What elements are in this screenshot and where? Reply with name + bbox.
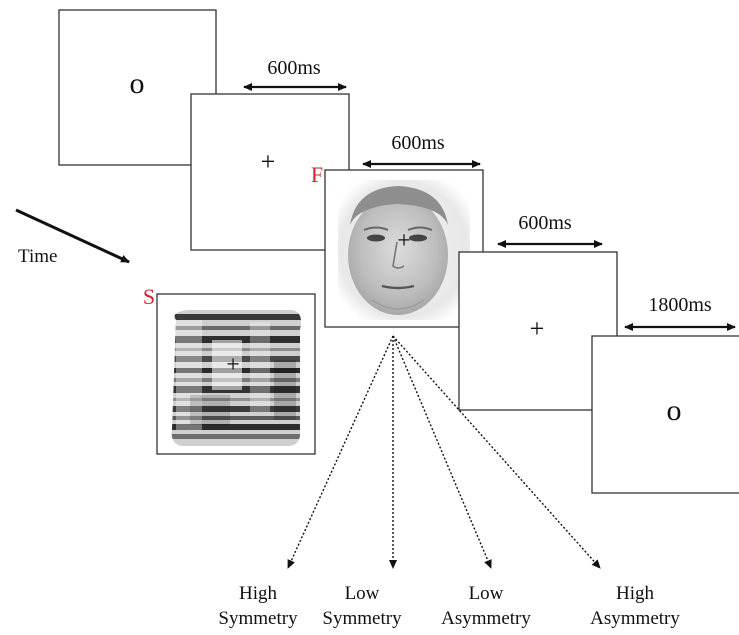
condition-label-3-line1: Low	[469, 583, 504, 604]
condition-label-2-line2: Symmetry	[322, 608, 402, 629]
condition-label-1-line1: High	[239, 583, 278, 604]
fixation-frame-2	[591, 335, 739, 494]
scrambled-label: S	[143, 284, 155, 309]
condition-label-3-line2: Asymmetry	[441, 608, 531, 629]
face-label: F	[311, 162, 323, 187]
scrambled-image	[171, 310, 301, 446]
cross-frame-2	[458, 251, 618, 411]
condition-arrow-1	[287, 335, 394, 569]
time-label: Time	[18, 246, 57, 267]
duration-label-3: 600ms	[518, 212, 572, 234]
scrambled-cross: +	[226, 352, 240, 378]
fixation-cross-1: +	[261, 147, 276, 176]
condition-label-4-line2: Asymmetry	[590, 608, 680, 629]
time-arrow	[15, 208, 130, 264]
fixation-symbol-1: o	[130, 67, 145, 100]
fixation-symbol-2: o	[667, 394, 682, 427]
condition-label-1-line2: Symmetry	[218, 608, 298, 629]
fixation-frame-1	[58, 9, 217, 166]
duration-label-2: 600ms	[391, 132, 445, 154]
fixation-cross-2: +	[530, 314, 545, 343]
face-image	[338, 180, 470, 320]
condition-arrow-3	[392, 335, 492, 569]
cross-frame-1	[190, 93, 350, 251]
face-cross: +	[397, 228, 411, 254]
duration-label-1: 600ms	[267, 57, 321, 79]
duration-label-4: 1800ms	[648, 294, 712, 316]
condition-label-2-line1: Low	[345, 583, 380, 604]
condition-label-4-line1: High	[616, 583, 655, 604]
